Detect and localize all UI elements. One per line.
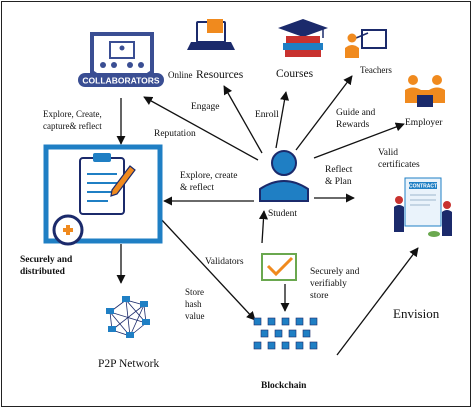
- edge-label-explore-line1: Explore, create: [180, 171, 238, 181]
- edge-label-reflect-line1: Reflect: [325, 164, 353, 175]
- online-resources-label: Resources: [196, 69, 244, 81]
- edge-label-certificates-line1: Valid: [378, 148, 398, 158]
- edge-label-collab-storage-line1: Explore, Create,: [43, 109, 102, 119]
- edge-label-store-line3: value: [185, 311, 205, 321]
- student-head-icon: [271, 150, 297, 176]
- edge-labels: Explore, Create, capture& reflect Reputa…: [43, 102, 440, 321]
- collaborators-node: COLLABORATORS: [78, 32, 164, 87]
- checkmark-icon: [266, 256, 294, 277]
- arrow-envision: [336, 247, 419, 356]
- collaborators-badge-text: COLLABORATORS: [82, 76, 159, 86]
- arrow-student-to-collab: [143, 96, 259, 161]
- edge-label-securely-line3: store: [310, 291, 328, 301]
- audience-person-icon: [127, 62, 133, 68]
- blockchain-node: Blockchain: [253, 317, 318, 391]
- collaborators-badge: [78, 73, 164, 87]
- network-node-icon: [122, 296, 130, 302]
- book-icon: [286, 36, 320, 43]
- employer-label: Employer: [405, 118, 443, 128]
- notebook-icon: [207, 19, 223, 33]
- pointer-icon: [355, 32, 369, 39]
- person-head-icon: [443, 201, 451, 209]
- network-node-icon: [108, 326, 116, 332]
- secure-storage-label-line2: distributed: [20, 267, 66, 277]
- edge-label-validators: Validators: [205, 257, 244, 267]
- network-node-icon: [106, 308, 114, 314]
- arrow-student-to-courses: [275, 91, 290, 149]
- validator-node: [261, 253, 297, 281]
- blockchain-label: Blockchain: [261, 381, 307, 391]
- book-icon: [283, 43, 323, 50]
- edge-label-securely-line1: Securely and: [310, 267, 360, 277]
- laptop-base-icon: [187, 42, 235, 50]
- edge-label-envision: Envision: [393, 306, 440, 321]
- audience-person-icon: [138, 62, 144, 68]
- edge-label-collab-storage-line2: capture& reflect: [43, 121, 102, 131]
- secure-storage-label-line1: Securely and: [20, 255, 73, 265]
- blockchain-cubes-icon: [253, 317, 318, 350]
- network-node-icon: [126, 332, 134, 338]
- p2p-network-label: P2P Network: [98, 358, 159, 370]
- edge-label-securely-line2: verifiably: [310, 278, 347, 289]
- edge-label-store-line2: hash: [185, 299, 202, 309]
- contract-header: [409, 182, 437, 189]
- online-resources-node: Online Resources: [168, 19, 244, 81]
- audience-person-icon: [100, 62, 106, 68]
- plus-icon: [63, 225, 73, 235]
- presenter-head-icon: [119, 45, 125, 51]
- edge-label-engage: Engage: [191, 102, 220, 112]
- edge-label-guide-line1: Guide and: [336, 108, 376, 118]
- certificates-node: CONTRACT: [394, 177, 452, 237]
- teaching-board-icon: [361, 29, 387, 49]
- clipboard-clip-icon: [93, 153, 111, 162]
- contract-badge-text: CONTRACT: [409, 184, 437, 190]
- pencil-icon: [110, 165, 136, 197]
- arrow-student-to-teachers: [295, 75, 353, 151]
- teacher-head-icon: [347, 33, 357, 43]
- graduation-cap-icon: [278, 19, 328, 37]
- arrow-storage-to-blockchain: [159, 217, 256, 321]
- student-body-icon: [259, 180, 309, 202]
- edge-label-explore-line2: & reflect: [180, 182, 214, 193]
- student-node: Student: [259, 150, 309, 219]
- student-label: Student: [268, 209, 297, 219]
- employer-head-icon: [408, 75, 418, 85]
- teachers-label: Teachers: [360, 65, 392, 75]
- network-node-icon: [140, 301, 148, 307]
- edge-label-reflect-line2: & Plan: [325, 177, 352, 187]
- edge-label-guide-line2: Rewards: [336, 120, 370, 130]
- arrow-student-to-online: [223, 85, 263, 154]
- courses-label: Courses: [276, 68, 314, 80]
- employer-head-icon: [432, 75, 442, 85]
- edge-label-enroll: Enroll: [255, 110, 279, 120]
- teachers-node: Teachers: [345, 29, 392, 75]
- edge-label-certificates-line2: certificates: [378, 159, 420, 170]
- arrows: [116, 75, 419, 356]
- plant-icon: [428, 231, 440, 237]
- person-body-icon: [442, 210, 452, 236]
- p2p-network-node: P2P Network: [98, 296, 159, 370]
- network-node-icon: [142, 319, 150, 325]
- audience-person-icon: [111, 62, 117, 68]
- edge-label-reputation: Reputation: [154, 129, 196, 139]
- employer-node: Employer: [405, 75, 445, 128]
- edge-label-store-line1: Store: [185, 287, 204, 297]
- briefcase-icon: [417, 95, 433, 107]
- teacher-body-icon: [345, 45, 359, 58]
- courses-node: Courses: [276, 19, 328, 80]
- secure-storage-node: Securely and distributed: [20, 144, 163, 277]
- arrow-validators-to-student: [258, 210, 269, 244]
- arrow-student-to-employer: [313, 122, 405, 159]
- online-resources-prefix: Online: [168, 70, 193, 80]
- person-body-icon: [394, 205, 404, 232]
- person-head-icon: [395, 196, 403, 204]
- book-icon: [285, 50, 321, 57]
